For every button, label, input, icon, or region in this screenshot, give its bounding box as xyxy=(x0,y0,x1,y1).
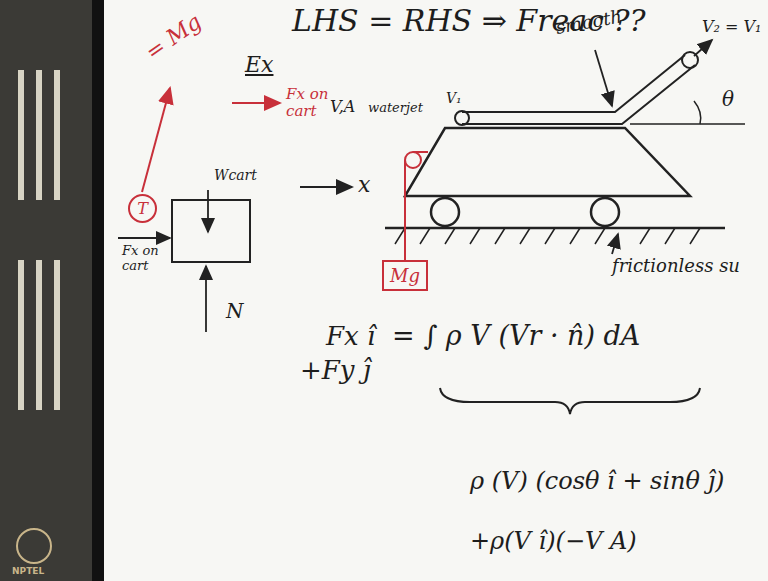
jet-label: V,A xyxy=(330,98,355,116)
angle-label: θ xyxy=(722,88,734,111)
jet-label: waterjet xyxy=(368,101,423,116)
equation-term: +ρ(V î)(−V A) xyxy=(470,528,637,556)
equation-term: ρ (V) (cosθ î + sinθ ĵ) xyxy=(470,468,724,496)
example-mark: Ex xyxy=(245,52,273,77)
velocity-label: V₂ = V₁ xyxy=(702,18,762,36)
surface-note: frictionless su xyxy=(612,256,740,277)
force-label: = Mg xyxy=(141,9,206,65)
velocity-label: V₁ xyxy=(446,90,462,106)
force-label: N xyxy=(226,300,244,323)
node-text: T xyxy=(137,199,148,218)
equation-term: +Fy ĵ xyxy=(300,356,371,386)
tension-circle: T xyxy=(128,194,157,223)
equation-term: = ∫ ρ V (Vr · n̂) dA xyxy=(392,320,640,351)
force-label: Wcart xyxy=(214,167,257,183)
equation-term: Fx î xyxy=(326,322,375,352)
node-text: Mg xyxy=(390,265,420,286)
force-label: Fx on cart xyxy=(286,86,334,121)
hanging-mass: Mg xyxy=(382,260,428,291)
force-label: Fx on cart xyxy=(122,244,168,274)
logo-text: NPTEL xyxy=(12,566,44,576)
axis-label: x xyxy=(358,172,370,197)
